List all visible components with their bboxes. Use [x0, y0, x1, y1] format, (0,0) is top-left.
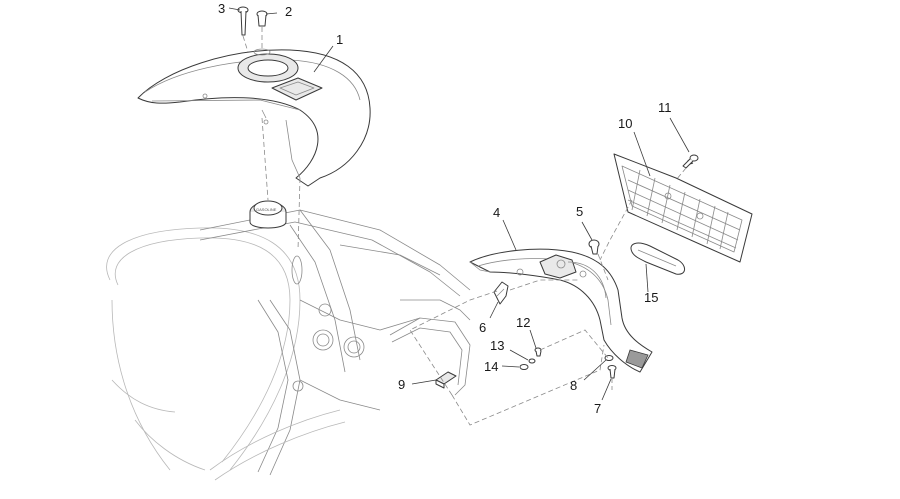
part-5-screw — [588, 239, 600, 255]
callout-6: 6 — [479, 320, 486, 335]
callout-14: 14 — [484, 359, 498, 374]
callout-4: 4 — [493, 205, 500, 220]
callout-12: 12 — [516, 315, 530, 330]
part-10-plate-bracket — [613, 153, 753, 263]
callout-2: 2 — [285, 4, 292, 19]
part-13-washer — [528, 358, 536, 364]
callout-10: 10 — [618, 116, 632, 131]
callout-11: 11 — [658, 100, 672, 115]
part-15-reflector — [630, 242, 685, 275]
callout-1: 1 — [336, 32, 343, 47]
callout-9: 9 — [398, 377, 405, 392]
part-2-screw — [256, 10, 268, 27]
part-1-rear-cover — [137, 48, 371, 187]
fuel-cap-text: GASOLINE — [256, 207, 277, 212]
part-6-clip — [493, 281, 509, 305]
callout-7: 7 — [594, 401, 601, 416]
callout-3: 3 — [218, 1, 225, 16]
callout-13: 13 — [490, 338, 504, 353]
callout-5: 5 — [576, 204, 583, 219]
part-12-nut — [534, 347, 542, 357]
part-9-nut-clip — [435, 371, 457, 389]
part-4-license-holder — [469, 248, 653, 373]
callout-8: 8 — [570, 378, 577, 393]
leader-lines — [228, 7, 690, 401]
scooter-frame: GASOLINE — [106, 200, 471, 481]
part-11-screw — [682, 154, 699, 169]
part-3-bolt — [237, 6, 249, 36]
callout-15: 15 — [644, 290, 658, 305]
part-7-screw — [607, 365, 617, 379]
part-14-spacer — [519, 364, 529, 370]
